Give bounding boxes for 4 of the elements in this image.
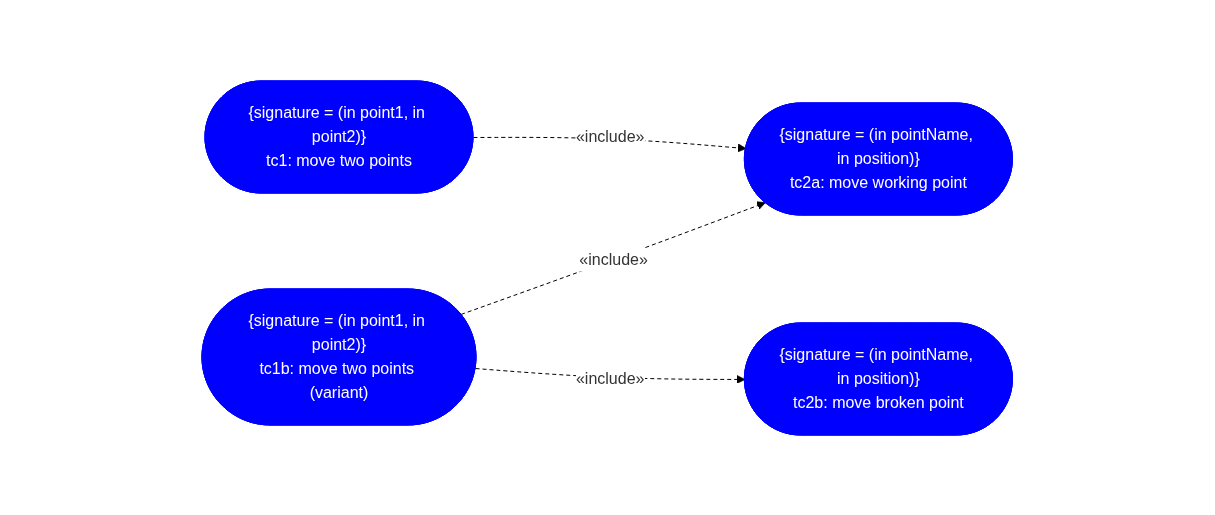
edge-label: «include» xyxy=(576,127,645,145)
arrow xyxy=(460,200,766,315)
edge-label: «include» xyxy=(576,369,645,387)
edge-label: «include» xyxy=(579,250,649,268)
